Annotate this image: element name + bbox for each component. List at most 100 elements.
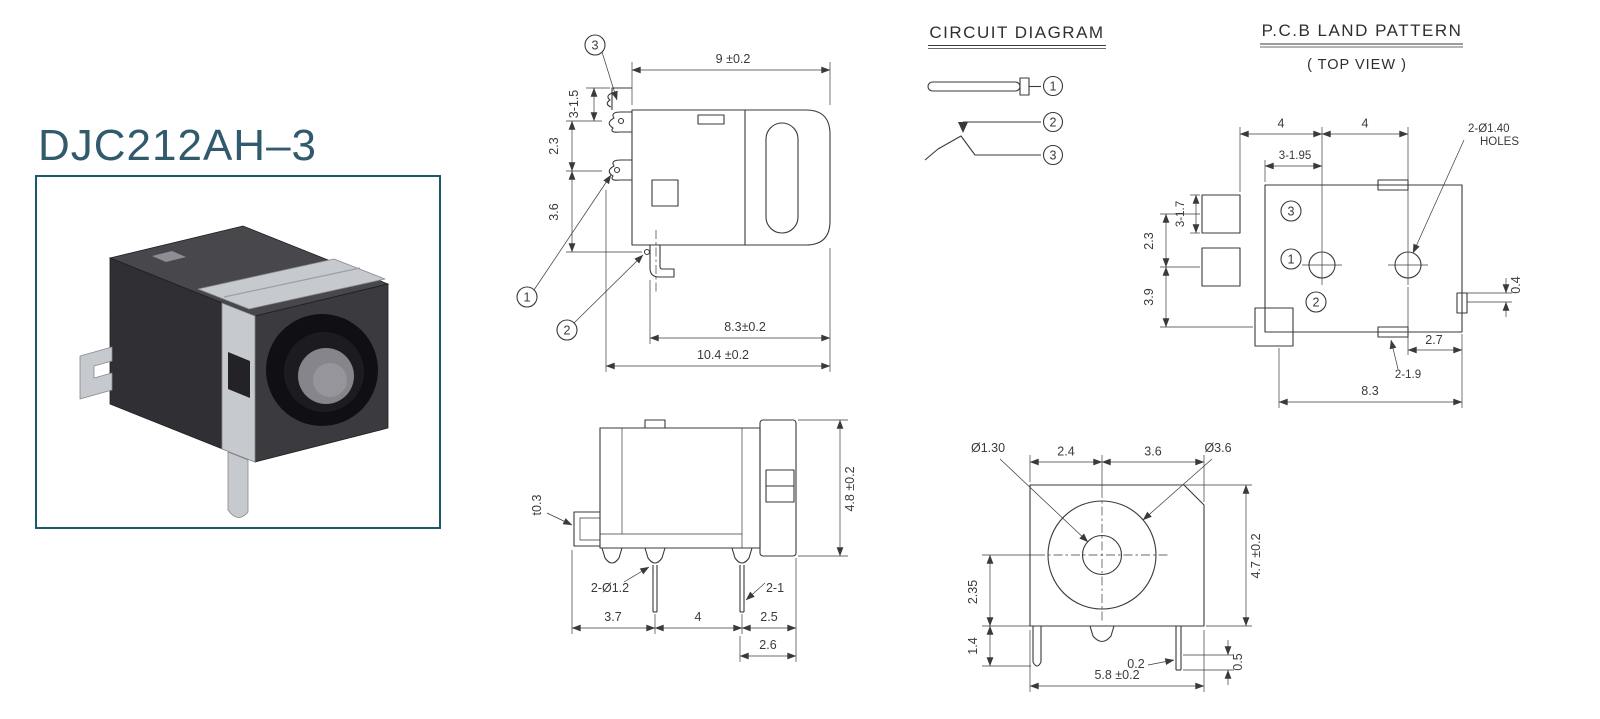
circuit-pin-1-label: 1	[1050, 80, 1057, 94]
front-center-foot	[1089, 625, 1115, 643]
front-dim-2-4-label: 2.4	[1057, 445, 1074, 459]
dim-span-c-label: 2.5	[760, 610, 777, 624]
pcb-offset-label: 0.4	[1509, 276, 1523, 293]
front-view: Ø1.30 Ø3.6 2.4 3.6 2.35 4.7 ±0.2 1.4 0.2	[966, 441, 1263, 692]
side-slot	[765, 122, 799, 234]
bottom-view-outline	[573, 419, 797, 613]
callout-3-circle	[584, 34, 606, 56]
bottom-shield-foot	[601, 547, 623, 564]
pcb-callout-1-label: 1	[1288, 253, 1295, 267]
dim-pitch-b-label: 3.6	[547, 203, 561, 220]
dim-span-b-label: 4	[695, 610, 702, 624]
shield-window	[228, 352, 250, 398]
pcb-pads-top-label: 3-1.95	[1279, 150, 1312, 162]
bottom-pin-a-pad	[644, 547, 666, 564]
circuit-pin-2-circle	[1042, 111, 1064, 133]
pcb-shield-pads-label: 2-1.9	[1395, 369, 1421, 381]
bottom-pin-b-pad	[731, 547, 753, 564]
part-header: DJC212AH–3	[35, 121, 441, 529]
pad-1	[1201, 247, 1241, 287]
pcb-callout-3-circle	[1280, 200, 1302, 222]
bottom-view-dims: 3.7 4 2.5 2.6 2-Ø1.2 2-1 t0.3 4.8 ±0.2	[530, 419, 857, 662]
pcb-callout-1-circle	[1280, 248, 1302, 270]
front-offset-label: 0.5	[1231, 653, 1245, 670]
shield-top-band	[197, 258, 386, 310]
side-top-tab	[611, 87, 632, 110]
front-leg-label: 1.4	[966, 637, 980, 654]
pcb-holes-label-2: HOLES	[1480, 136, 1519, 148]
pcb-title: P.C.B LAND PATTERN	[1262, 21, 1463, 40]
callout-1-label: 1	[524, 291, 531, 305]
bottom-window-a	[765, 469, 795, 487]
dim-span-a-label: 3.7	[604, 610, 621, 624]
dim-height-label: 4.8 ±0.2	[843, 466, 857, 511]
shield-leg	[227, 451, 249, 518]
pcb-subtitle: ( TOP VIEW )	[1307, 57, 1407, 73]
pcb-dim-2-7-label: 2.7	[1425, 333, 1442, 347]
pcb-outline	[1264, 184, 1463, 333]
dim-span-d-label: 2.6	[759, 638, 776, 652]
front-body	[1029, 484, 1205, 627]
pcb-dim-4b-label: 4	[1362, 117, 1369, 131]
circuit-pin-2-label: 2	[1050, 116, 1057, 130]
pcb-holes-label-1: 2-Ø1.40	[1468, 123, 1510, 135]
barrel-pin-highlight	[313, 363, 347, 397]
front-dim-3-6-label: 3.6	[1144, 445, 1161, 459]
front-barrel-dia-label: Ø3.6	[1204, 441, 1231, 455]
circuit-pin-3-label: 3	[1050, 149, 1057, 163]
dim-depth-total-label: 10.4 ±0.2	[697, 348, 749, 362]
pcb-callout-2-label: 2	[1313, 296, 1320, 310]
side-terminal-fingers	[79, 346, 113, 400]
side-body	[631, 109, 831, 246]
front-left-leg	[1032, 661, 1042, 667]
callout-2-label: 2	[564, 324, 571, 338]
front-pin-circle	[1081, 534, 1123, 576]
side-top-tab-spring	[606, 92, 613, 108]
circuit-diagram: CIRCUIT DIAGRAM 1 2 3	[924, 23, 1106, 166]
center-pin-symbol	[927, 81, 1021, 92]
front-view-dims: Ø1.30 Ø3.6 2.4 3.6 2.35 4.7 ±0.2 1.4 0.2	[966, 441, 1263, 692]
terminal-3	[608, 111, 632, 133]
bottom-view: 3.7 4 2.5 2.6 2-Ø1.2 2-1 t0.3 4.8 ±0.2	[530, 419, 857, 662]
center-pin-collar	[1019, 77, 1030, 96]
body-top-vent	[152, 251, 186, 262]
terminal-3-dot	[617, 117, 625, 125]
switch-lever-symbol	[924, 135, 1041, 161]
bottom-top-tab	[644, 419, 666, 428]
bottom-window-b	[765, 485, 795, 503]
terminal-2-dot	[643, 248, 651, 256]
side-view-outline	[606, 87, 831, 292]
pcb-callout-3-label: 3	[1288, 205, 1295, 219]
front-height-label: 4.7 ±0.2	[1249, 533, 1263, 578]
pcb-dims: 4 4 2-Ø1.40 HOLES 3-1.95 3-1.7 2.3 3.9	[1142, 117, 1523, 408]
dim-width-label: 9 ±0.2	[716, 52, 751, 66]
terminal-1	[608, 159, 632, 181]
pcb-callout-2-circle	[1305, 291, 1327, 313]
bottom-shield-step-inner	[579, 517, 600, 541]
callout-2-circle	[556, 319, 578, 341]
front-pin-dia-label: Ø1.30	[971, 441, 1005, 455]
dim-pin-slots-label: 3-1.5	[567, 90, 581, 119]
circuit-title: CIRCUIT DIAGRAM	[929, 23, 1104, 42]
pcb-land-pattern: P.C.B LAND PATTERN ( TOP VIEW ) 3 1 2 4	[1142, 21, 1523, 408]
pad-3	[1201, 194, 1241, 234]
terminal-1-dot	[613, 166, 621, 174]
dim-pin-dia-label: 2-Ø1.2	[591, 581, 629, 595]
pad-2	[1254, 307, 1294, 347]
terminal-2-leg	[649, 245, 675, 278]
front-lead-t-label: 0.2	[1127, 657, 1144, 671]
dim-shield-t-label: t0.3	[530, 495, 544, 516]
pcb-dim-4a-label: 4	[1278, 117, 1285, 131]
front-view-outline	[1029, 484, 1205, 671]
bottom-front-section	[759, 419, 797, 557]
side-square-hole	[651, 179, 679, 207]
front-width-label: 5.8 ±0.2	[1094, 668, 1139, 682]
dim-depth-inner-label: 8.3±0.2	[724, 320, 766, 334]
side-view-callouts: 3 1 2	[516, 34, 644, 341]
front-dim-2-35-label: 2.35	[966, 580, 980, 604]
pcb-overall-label: 8.3	[1361, 384, 1378, 398]
pcb-pitch-a-label: 2.3	[1142, 232, 1156, 249]
bottom-shield-step-outer	[573, 511, 600, 547]
